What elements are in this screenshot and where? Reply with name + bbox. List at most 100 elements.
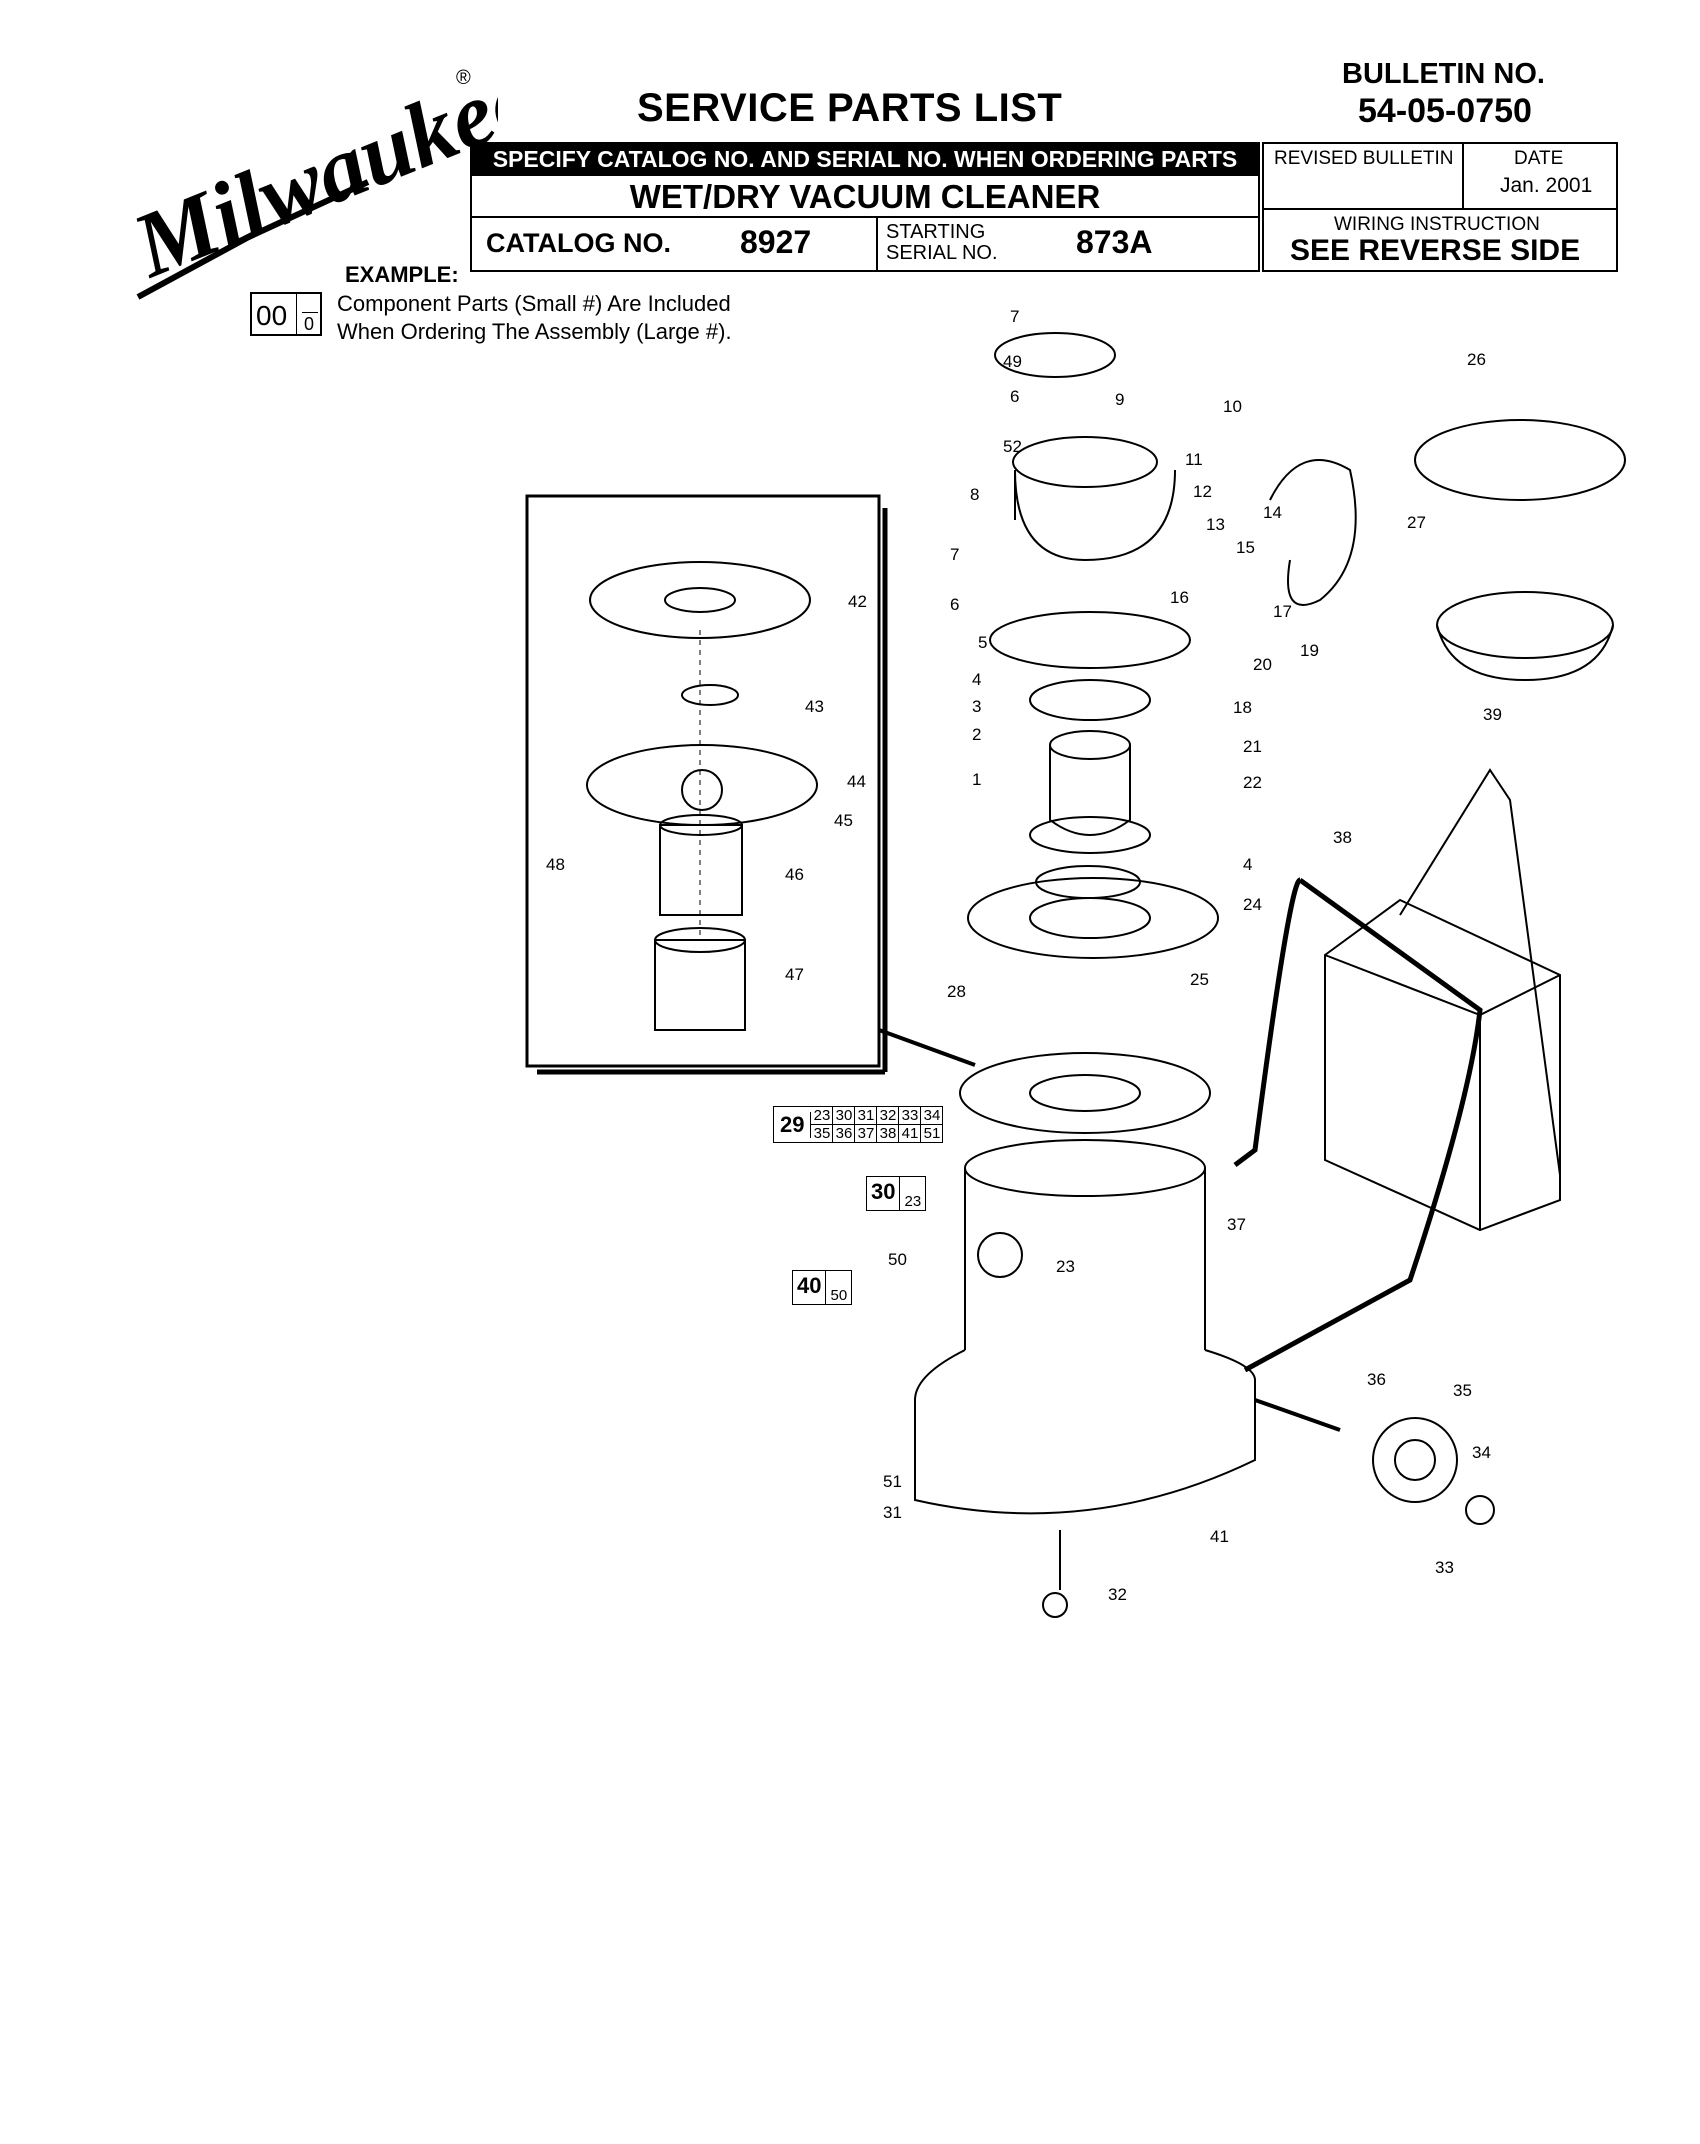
svg-text:22: 22 xyxy=(1243,773,1262,792)
svg-text:24: 24 xyxy=(1243,895,1262,914)
svg-text:34: 34 xyxy=(1472,1443,1491,1462)
svg-text:13: 13 xyxy=(1206,515,1225,534)
svg-text:49: 49 xyxy=(1003,352,1022,371)
tank-body xyxy=(964,1168,1206,1350)
svg-text:11: 11 xyxy=(1185,450,1203,469)
date-label: DATE xyxy=(1514,148,1564,169)
part-47-filter xyxy=(654,939,746,1031)
svg-text:51: 51 xyxy=(883,1472,902,1491)
svg-text:45: 45 xyxy=(834,811,853,830)
page-title: SERVICE PARTS LIST xyxy=(637,86,1063,130)
assembly-40-callout: 40 50 xyxy=(792,1270,853,1305)
part-19-cord xyxy=(1269,459,1357,606)
svg-text:20: 20 xyxy=(1253,655,1272,674)
svg-text:2: 2 xyxy=(972,725,981,744)
revised-label: REVISED BULLETIN xyxy=(1274,148,1454,169)
catalog-number: 8927 xyxy=(740,224,812,260)
svg-text:15: 15 xyxy=(1236,538,1255,557)
part-8-motor-housing xyxy=(1014,469,1176,562)
revision-box: REVISED BULLETIN DATE Jan. 2001 WIRING I… xyxy=(1262,142,1618,272)
part-49-top-plate xyxy=(994,332,1116,378)
svg-text:36: 36 xyxy=(1367,1370,1386,1389)
svg-text:10: 10 xyxy=(1223,397,1242,416)
catalog-label: CATALOG NO. xyxy=(486,228,671,258)
part-24-lid xyxy=(967,877,1219,959)
example-component-number: 0 xyxy=(304,314,315,334)
svg-text:18: 18 xyxy=(1233,698,1252,717)
part-35-wheel xyxy=(1372,1417,1458,1503)
svg-text:19: 19 xyxy=(1300,641,1319,660)
svg-text:17: 17 xyxy=(1273,602,1292,621)
svg-text:35: 35 xyxy=(1453,1381,1472,1400)
example-label: EXAMPLE: xyxy=(345,262,459,287)
assembly-30-callout: 30 23 xyxy=(866,1176,927,1211)
svg-text:16: 16 xyxy=(1170,588,1189,607)
svg-text:1: 1 xyxy=(972,770,981,789)
svg-text:50: 50 xyxy=(888,1250,907,1269)
part-44-ring xyxy=(586,744,818,826)
svg-text:52: 52 xyxy=(1003,437,1022,456)
part-33-hubcap xyxy=(1465,1495,1495,1525)
example-key-box: 00 0 xyxy=(250,292,322,336)
svg-text:3: 3 xyxy=(972,697,981,716)
part-32-caster xyxy=(1042,1592,1068,1618)
part-5-mounting-plate xyxy=(989,611,1191,669)
divider xyxy=(876,218,878,270)
part-45-float xyxy=(681,769,723,811)
svg-text:37: 37 xyxy=(1227,1215,1246,1234)
svg-text:33: 33 xyxy=(1435,1558,1454,1577)
filter-inset-frame xyxy=(525,494,881,1068)
svg-text:28: 28 xyxy=(947,982,966,1001)
storage-box xyxy=(1324,898,1561,1232)
specify-note: SPECIFY CATALOG NO. AND SERIAL NO. WHEN … xyxy=(470,142,1260,176)
assembly-29-callout: 29 23 30 31 32 33 34 35 36 37 38 41 51 xyxy=(773,1106,944,1143)
svg-text:6: 6 xyxy=(950,595,959,614)
svg-text:47: 47 xyxy=(785,965,804,984)
part-27-tray xyxy=(1436,591,1614,659)
svg-text:48: 48 xyxy=(546,855,565,874)
svg-text:39: 39 xyxy=(1483,705,1502,724)
svg-text:12: 12 xyxy=(1193,482,1212,501)
svg-text:5: 5 xyxy=(978,633,987,652)
example-assembly-number: 00 xyxy=(256,300,288,331)
part-38-handle xyxy=(1233,877,1302,1167)
part-4-gasket xyxy=(1029,679,1151,721)
date-value: Jan. 2001 xyxy=(1500,174,1593,197)
part-26-basket xyxy=(1414,419,1626,501)
part-46-cage xyxy=(659,824,743,916)
svg-text:42: 42 xyxy=(848,592,867,611)
svg-text:41: 41 xyxy=(1210,1527,1229,1546)
svg-text:32: 32 xyxy=(1108,1585,1127,1604)
part-4-gasket-lower xyxy=(1035,865,1141,899)
axle xyxy=(1254,1398,1341,1432)
part-43-washer xyxy=(681,684,739,706)
part-23-drain-port xyxy=(977,1232,1023,1278)
product-name: WET/DRY VACUUM CLEANER xyxy=(470,176,1260,218)
wiring-label: WIRING INSTRUCTION xyxy=(1334,214,1540,235)
svg-text:25: 25 xyxy=(1190,970,1209,989)
bulletin-number: 54-05-0750 xyxy=(1358,92,1532,130)
part-39-bracket xyxy=(1399,768,1561,1176)
svg-text:23: 23 xyxy=(1056,1257,1075,1276)
svg-text:44: 44 xyxy=(847,772,866,791)
bulletin-label: BULLETIN NO. xyxy=(1342,58,1545,90)
svg-text:26: 26 xyxy=(1467,350,1486,369)
registered-mark: ® xyxy=(456,67,471,89)
svg-text:4: 4 xyxy=(1243,855,1252,874)
assembly-29-number: 29 xyxy=(774,1111,812,1138)
svg-text:43: 43 xyxy=(805,697,824,716)
wiring-value: SEE REVERSE SIDE xyxy=(1290,234,1581,267)
milwaukee-logo: Milwaukee ® xyxy=(118,62,498,300)
svg-text:8: 8 xyxy=(970,485,979,504)
svg-text:21: 21 xyxy=(1243,737,1262,756)
svg-text:7: 7 xyxy=(950,545,959,564)
svg-text:9: 9 xyxy=(1115,390,1124,409)
svg-text:6: 6 xyxy=(1010,387,1019,406)
serial-number: 873A xyxy=(1076,224,1153,260)
svg-text:4: 4 xyxy=(972,670,981,689)
svg-text:46: 46 xyxy=(785,865,804,884)
